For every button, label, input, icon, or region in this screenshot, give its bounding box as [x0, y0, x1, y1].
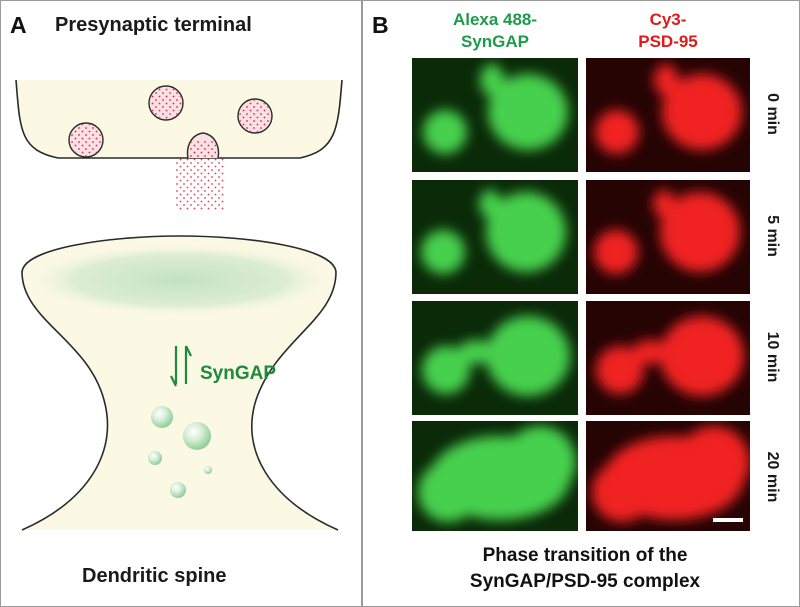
dendritic-spine-label: Dendritic spine	[82, 565, 227, 587]
image-20min-green	[412, 421, 578, 531]
image-0min-green	[412, 58, 578, 172]
presynaptic-terminal-label: Presynaptic terminal	[55, 14, 252, 36]
image-10min-red	[586, 301, 750, 415]
synapse-diagram	[15, 79, 343, 531]
channel-label-green-line2: SynGAP	[460, 32, 530, 51]
caption-line-2: SynGAP/PSD-95 complex	[469, 571, 701, 592]
channel-label-green: Alexa 488- SynGAP	[412, 9, 578, 53]
channel-label-green-line1: Alexa 488-	[452, 10, 538, 29]
equilibrium-arrows-icon	[170, 345, 192, 387]
time-label-2: 10 min	[764, 331, 781, 383]
postsynaptic-density	[28, 244, 332, 316]
panel-a-letter: A	[10, 12, 27, 38]
time-label-1: 5 min	[764, 215, 781, 257]
time-label-0: 0 min	[764, 93, 781, 135]
image-20min-red	[586, 421, 750, 531]
synaptic-vesicles	[68, 85, 273, 158]
fusing-vesicle	[175, 132, 225, 210]
time-label-3: 20 min	[764, 451, 781, 503]
panel-b-caption: Phase transition of the SynGAP/PSD-95 co…	[420, 543, 750, 595]
condensate-droplets	[148, 406, 212, 498]
syngap-label: SynGAP	[200, 363, 277, 384]
caption-line-1: Phase transition of the	[482, 545, 688, 566]
channel-label-red: Cy3- PSD-95	[586, 9, 750, 53]
channel-label-red-line1: Cy3-	[649, 10, 687, 29]
image-0min-red	[586, 58, 750, 172]
image-10min-green	[412, 301, 578, 415]
panel-b-letter: B	[372, 12, 389, 38]
channel-label-red-line2: PSD-95	[638, 32, 698, 51]
image-5min-green	[412, 180, 578, 294]
image-5min-red	[586, 180, 750, 294]
scale-bar	[713, 518, 743, 522]
